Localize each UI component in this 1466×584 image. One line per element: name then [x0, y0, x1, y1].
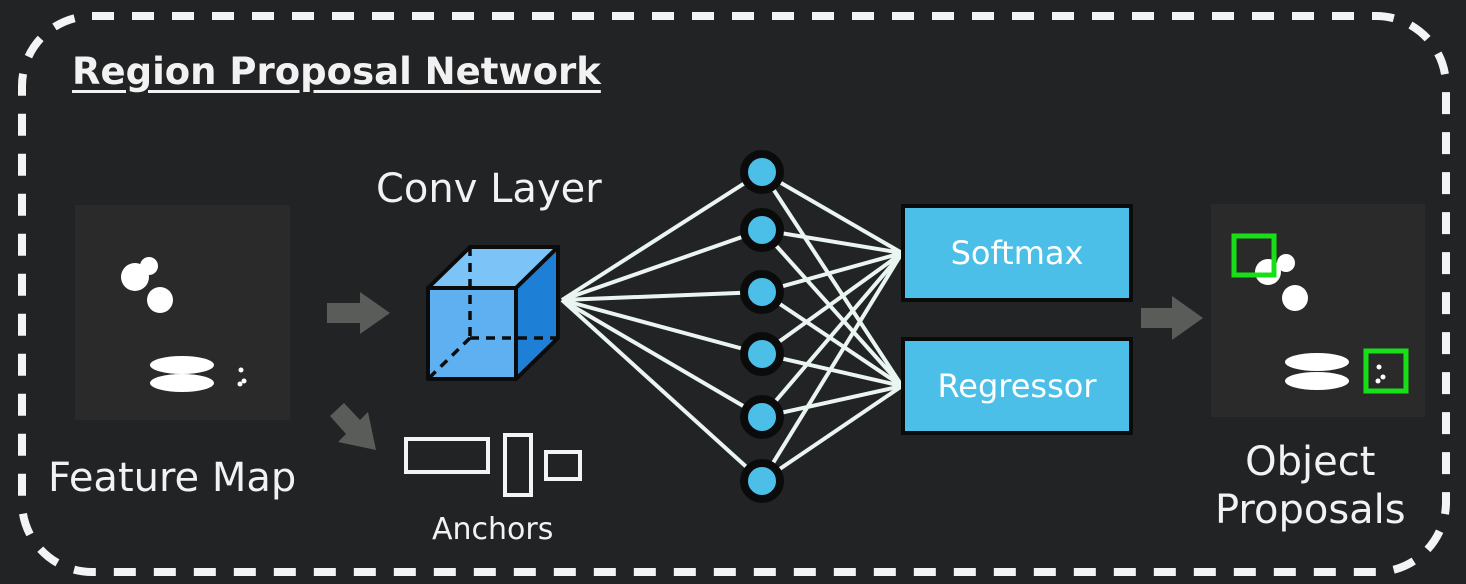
- hidden-node: [740, 150, 784, 194]
- object-proposals-line-1: Object: [1245, 439, 1376, 485]
- hidden-node: [740, 332, 784, 376]
- hidden-node: [740, 270, 784, 314]
- object-proposals-label: Object Proposals: [1215, 438, 1406, 534]
- diagram-title: Region Proposal Network: [72, 50, 601, 93]
- hidden-node: [740, 395, 784, 439]
- cube-to-nodes-connections: [560, 170, 764, 483]
- object-proposals-panel: [1211, 204, 1425, 417]
- feature-map-panel: [75, 205, 290, 420]
- hidden-nodes: [740, 150, 784, 503]
- anchors-label: Anchors: [432, 512, 554, 547]
- nodes-to-outputs-connections: [760, 170, 904, 483]
- softmax-label: Softmax: [950, 234, 1084, 272]
- proposal-box: [1363, 348, 1409, 394]
- right-arrow-icon: [1141, 296, 1203, 340]
- softmax-box: Softmax: [901, 204, 1133, 302]
- proposal-box: [1231, 233, 1277, 278]
- feature-map-label: Feature Map: [48, 455, 297, 501]
- anchor-boxes: [404, 433, 582, 497]
- rpn-border: [18, 12, 1450, 576]
- conv-layer-label: Conv Layer: [376, 166, 602, 212]
- regressor-label: Regressor: [937, 367, 1097, 405]
- right-arrow-icon: [327, 292, 390, 334]
- object-proposals-line-2: Proposals: [1215, 487, 1406, 533]
- hidden-node: [740, 459, 784, 503]
- hidden-node: [740, 208, 784, 252]
- down-right-arrow-icon: [330, 403, 376, 450]
- regressor-box: Regressor: [901, 337, 1133, 435]
- cube-icon: [426, 245, 560, 381]
